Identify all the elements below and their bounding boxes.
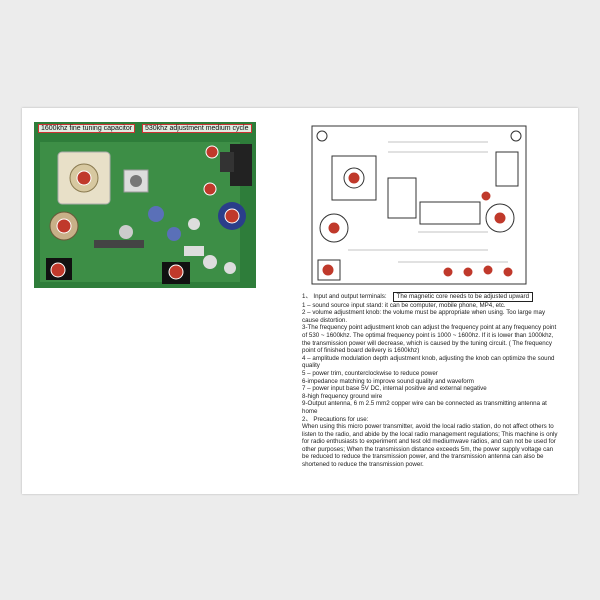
section1-title: 1、 Input and output terminals: bbox=[302, 293, 387, 300]
callout-medium-cycle: 530khz adjustment medium cycle bbox=[142, 124, 252, 133]
item-2: 2 – volume adjustment knob: the volume m… bbox=[302, 309, 546, 324]
item-4: 4 – amplitude modulation depth adjustmen… bbox=[302, 354, 555, 370]
section2-title: 2、 Precautions for use: bbox=[302, 415, 369, 423]
item-8: 8-high frequency ground wire bbox=[302, 392, 383, 400]
instructions-text: 1、 Input and output terminals: The magne… bbox=[302, 292, 558, 469]
pcb-photo: 1600khz fine tuning capacitor 530khz adj… bbox=[34, 122, 256, 288]
item-3: 3-The frequency point adjustment knob ca… bbox=[302, 324, 557, 355]
layout-illustration bbox=[311, 125, 527, 285]
callout-fine-tuning-capacitor: 1600khz fine tuning capacitor bbox=[38, 124, 136, 133]
section1-header: 1、 Input and output terminals: The magne… bbox=[302, 292, 558, 302]
pcb-layout-diagram bbox=[308, 122, 530, 288]
pcb-illustration bbox=[34, 122, 256, 288]
item-5: 5 – power trim, counterclockwise to redu… bbox=[302, 369, 438, 377]
item-6: 6-impedance matching to improve sound qu… bbox=[302, 377, 474, 385]
item-9: 9-Output antenna, 6 m 2.5 mm2 copper wir… bbox=[302, 400, 547, 415]
section2-body: When using this micro power transmitter,… bbox=[302, 423, 558, 469]
item-7: 7 – power input base 5V DC, internal pos… bbox=[302, 385, 487, 393]
core-adjust-note: The magnetic core needs to be adjusted u… bbox=[392, 292, 534, 302]
item-1: 1 – sound source input stand: it can be … bbox=[302, 301, 506, 309]
